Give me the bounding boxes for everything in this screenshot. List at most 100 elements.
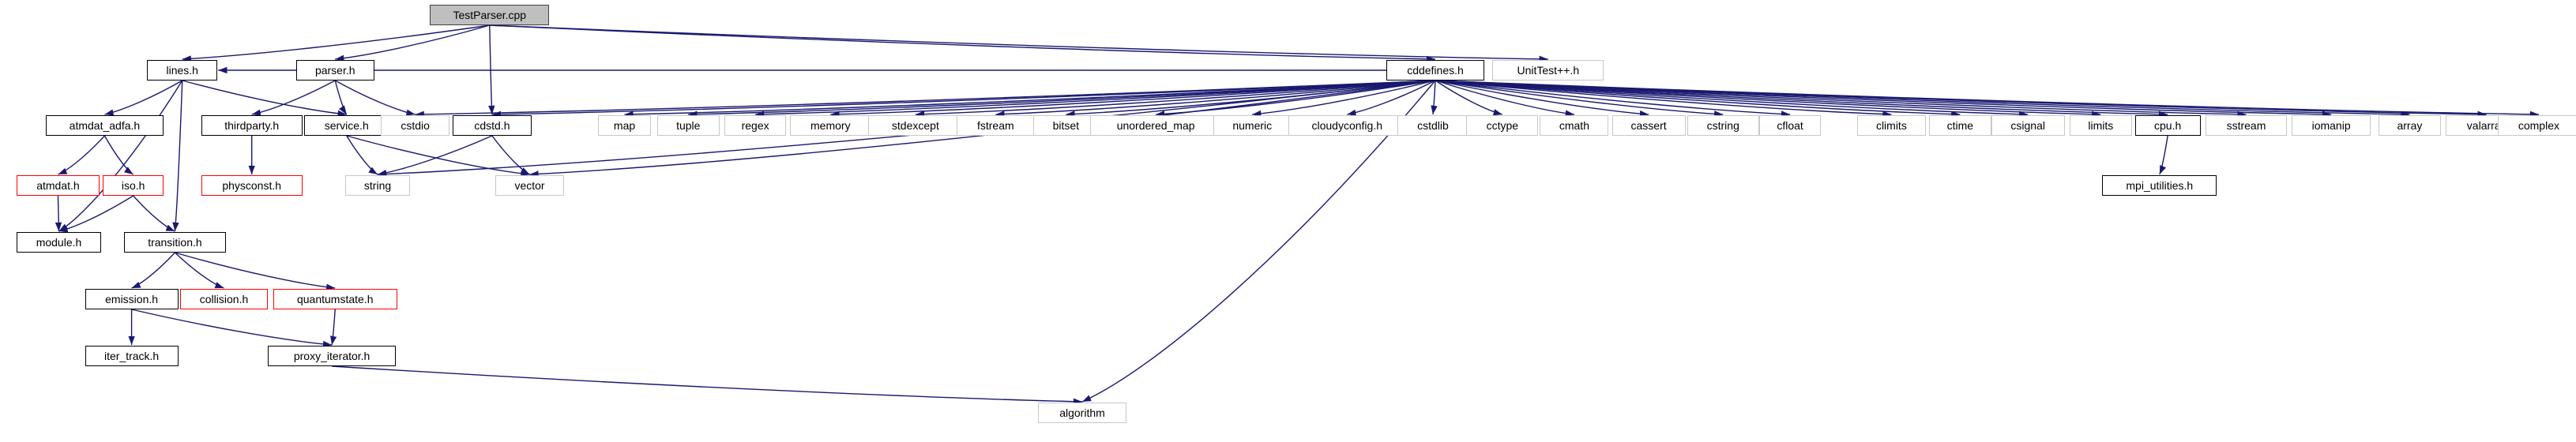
graph-node-atmdat-adfa-h[interactable]: atmdat_adfa.h	[45, 115, 164, 136]
graph-node-cstdio[interactable]: cstdio	[381, 115, 450, 136]
graph-node-parser-h[interactable]: parser.h	[295, 60, 374, 81]
graph-node-transition-h[interactable]: transition.h	[124, 232, 226, 253]
graph-node-cmath[interactable]: cmath	[1540, 115, 1609, 136]
graph-node-sstream[interactable]: sstream	[2205, 115, 2288, 136]
edge-iso.h-to-transition.h	[133, 195, 175, 232]
edge-cddefines.h-to-string	[378, 80, 1436, 178]
graph-node-cloudyconfig-h[interactable]: cloudyconfig.h	[1288, 115, 1406, 136]
graph-node-label: fstream	[976, 119, 1014, 132]
graph-node-label: csignal	[2010, 119, 2045, 132]
graph-node-label: cassert	[1630, 119, 1667, 132]
edge-cddefines.h-to-cstdlib	[1431, 80, 1438, 115]
graph-node-numeric[interactable]: numeric	[1213, 115, 1292, 136]
graph-node-service-h[interactable]: service.h	[303, 115, 389, 136]
graph-node-label: iso.h	[121, 179, 145, 192]
graph-node-label: physconst.h	[222, 179, 282, 192]
graph-node-label: algorithm	[1059, 406, 1105, 419]
graph-node-label: unordered_map	[1116, 119, 1195, 132]
edge-TestParser.cpp-to-parser.h	[335, 24, 491, 62]
graph-node-climits[interactable]: climits	[1856, 115, 1926, 136]
edge-cddefines.h-to-climits	[1435, 80, 1892, 118]
graph-node-stdexcept[interactable]: stdexcept	[867, 115, 963, 136]
graph-node-mpi-utilities-h[interactable]: mpi_utilities.h	[2102, 175, 2217, 196]
graph-node-module-h[interactable]: module.h	[16, 232, 102, 253]
graph-node-iomanip[interactable]: iomanip	[2292, 115, 2371, 136]
edge-cddefines.h-to-sstream	[1435, 80, 2247, 118]
graph-node-label: valarray	[2466, 119, 2506, 132]
edge-atmdat_adfa.h-to-iso.h	[103, 135, 134, 175]
edge-cddefines.h-to-map	[624, 80, 1436, 118]
graph-node-complex[interactable]: complex	[2498, 115, 2576, 136]
graph-node-label: cmath	[1559, 119, 1589, 132]
graph-node-bitset[interactable]: bitset	[1032, 115, 1099, 136]
graph-node-csignal[interactable]: csignal	[1991, 115, 2065, 136]
edge-TestParser.cpp-to-cdstd.h	[488, 24, 495, 115]
graph-node-cdstd-h[interactable]: cdstd.h	[453, 115, 532, 136]
graph-node-limits[interactable]: limits	[2069, 115, 2132, 136]
graph-node-label: module.h	[36, 236, 82, 249]
graph-node-thirdparty-h[interactable]: thirdparty.h	[201, 115, 303, 136]
graph-node-label: map	[613, 119, 636, 132]
edge-proxy_iterator.h-to-algorithm	[332, 365, 1083, 405]
graph-node-label: vector	[514, 179, 545, 192]
edge-service.h-to-string	[346, 135, 378, 175]
graph-node-atmdat-h[interactable]: atmdat.h	[16, 175, 100, 196]
graph-node-physconst-h[interactable]: physconst.h	[201, 175, 303, 196]
graph-node-cctype[interactable]: cctype	[1466, 115, 1539, 136]
graph-node-cstdlib[interactable]: cstdlib	[1397, 115, 1469, 136]
graph-node-cpu-h[interactable]: cpu.h	[2134, 115, 2201, 136]
edge-cddefines.h-to-cstdio	[415, 80, 1436, 118]
graph-node-algorithm[interactable]: algorithm	[1038, 403, 1126, 423]
graph-node-label: cddefines.h	[1407, 64, 1464, 77]
graph-node-label: cdstd.h	[474, 119, 510, 132]
graph-node-string[interactable]: string	[344, 175, 411, 196]
edge-parser.h-to-thirdparty.h	[251, 80, 336, 116]
edge-quantumstate.h-to-proxy_iterator.h	[330, 309, 337, 346]
edge-cddefines.h-to-memory	[830, 80, 1436, 118]
graph-node-emission-h[interactable]: emission.h	[85, 289, 179, 309]
graph-node-unordered-map[interactable]: unordered_map	[1090, 115, 1221, 136]
graph-node-testparser-cpp[interactable]: TestParser.cpp	[430, 5, 550, 25]
graph-node-vector[interactable]: vector	[495, 175, 564, 196]
edge-cddefines.h-to-fstream	[995, 80, 1436, 118]
edge-cddefines.h-to-csignal	[1435, 80, 2029, 118]
graph-node-ctime[interactable]: ctime	[1929, 115, 1991, 136]
edge-emission.h-to-proxy_iterator.h	[131, 309, 333, 348]
graph-node-cstring[interactable]: cstring	[1687, 115, 1759, 136]
graph-node-cassert[interactable]: cassert	[1611, 115, 1686, 136]
edge-service.h-to-vector	[346, 135, 530, 177]
edge-cddefines.h-to-cassert	[1435, 80, 1649, 118]
edge-cdstd.h-to-string	[377, 135, 493, 177]
graph-node-cddefines-h[interactable]: cddefines.h	[1386, 60, 1485, 81]
graph-node-label: tuple	[676, 119, 701, 132]
graph-node-regex[interactable]: regex	[724, 115, 787, 136]
graph-node-iso-h[interactable]: iso.h	[103, 175, 164, 196]
graph-node-lines-h[interactable]: lines.h	[147, 60, 218, 81]
edge-paths	[55, 24, 2539, 405]
graph-node-array[interactable]: array	[2379, 115, 2441, 136]
graph-node-quantumstate-h[interactable]: quantumstate.h	[273, 289, 397, 309]
edge-transition.h-to-collision.h	[174, 252, 224, 289]
edge-cddefines.h-to-cmath	[1435, 80, 1575, 117]
graph-node-label: UnitTest++.h	[1517, 64, 1580, 77]
graph-node-map[interactable]: map	[598, 115, 651, 136]
edge-lines.h-to-module.h	[58, 80, 183, 232]
edge-cddefines.h-to-vector	[529, 80, 1436, 178]
graph-node-iter-track-h[interactable]: iter_track.h	[85, 346, 179, 366]
edge-parser.h-to-service.h	[334, 80, 348, 115]
graph-node-cfloat[interactable]: cfloat	[1758, 115, 1822, 136]
graph-node-label: bitset	[1052, 119, 1080, 132]
graph-node-memory[interactable]: memory	[789, 115, 872, 136]
graph-node-fstream[interactable]: fstream	[956, 115, 1035, 136]
graph-node-collision-h[interactable]: collision.h	[179, 289, 269, 309]
edge-cddefines.h-to-algorithm	[1081, 80, 1436, 403]
graph-node-proxy-iterator-h[interactable]: proxy_iterator.h	[268, 346, 396, 366]
graph-node-unittest-h[interactable]: UnitTest++.h	[1492, 60, 1604, 81]
graph-node-label: collision.h	[199, 293, 249, 305]
graph-node-label: complex	[2518, 119, 2559, 132]
graph-node-label: TestParser.cpp	[453, 9, 527, 21]
edge-cddefines.h-to-cstring	[1435, 80, 1724, 118]
graph-node-tuple[interactable]: tuple	[656, 115, 720, 136]
graph-node-label: cctype	[1486, 119, 1519, 132]
